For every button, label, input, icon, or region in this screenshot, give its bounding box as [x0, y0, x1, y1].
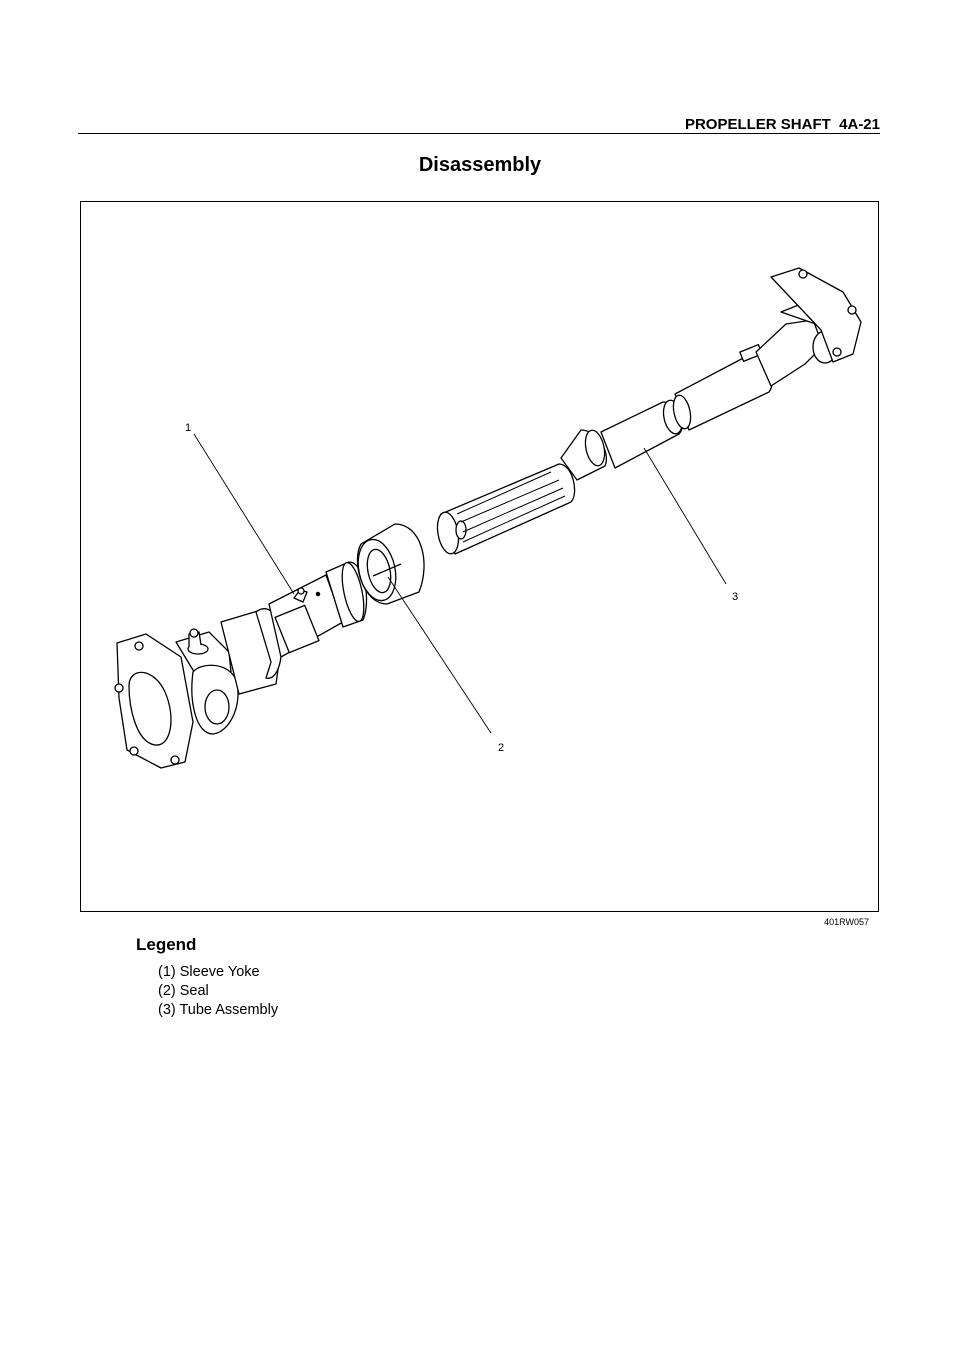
- figure-code: 401RW057: [824, 917, 869, 927]
- callout-2: 2: [498, 742, 504, 754]
- figure-frame: 1 2 3: [80, 201, 879, 912]
- section-title: Disassembly: [418, 154, 542, 176]
- tube-spline: [440, 463, 576, 555]
- header-rule: [78, 133, 880, 134]
- legend-heading: Legend: [136, 935, 197, 954]
- header-page-number: 4A-21: [839, 116, 880, 133]
- callout-1: 1: [185, 422, 191, 434]
- header-section: PROPELLER SHAFT: [684, 116, 831, 133]
- legend-list: (1) Sleeve Yoke (2) Seal (3) Tube Assemb…: [158, 963, 278, 1020]
- legend-item-sleeve-yoke: (1) Sleeve Yoke: [158, 964, 260, 980]
- callout-3: 3: [732, 591, 738, 603]
- leader-line-2: [387, 576, 492, 734]
- leader-line-1: [193, 433, 295, 595]
- legend-item-seal: (2) Seal: [158, 983, 209, 999]
- legend-item-tube-assembly: (3) Tube Assembly: [158, 1002, 279, 1018]
- propeller-shaft-illustration: 1 2 3: [114, 267, 862, 769]
- page-header: PROPELLER SHAFT 4A-21: [685, 116, 880, 133]
- leader-line-3: [643, 447, 727, 585]
